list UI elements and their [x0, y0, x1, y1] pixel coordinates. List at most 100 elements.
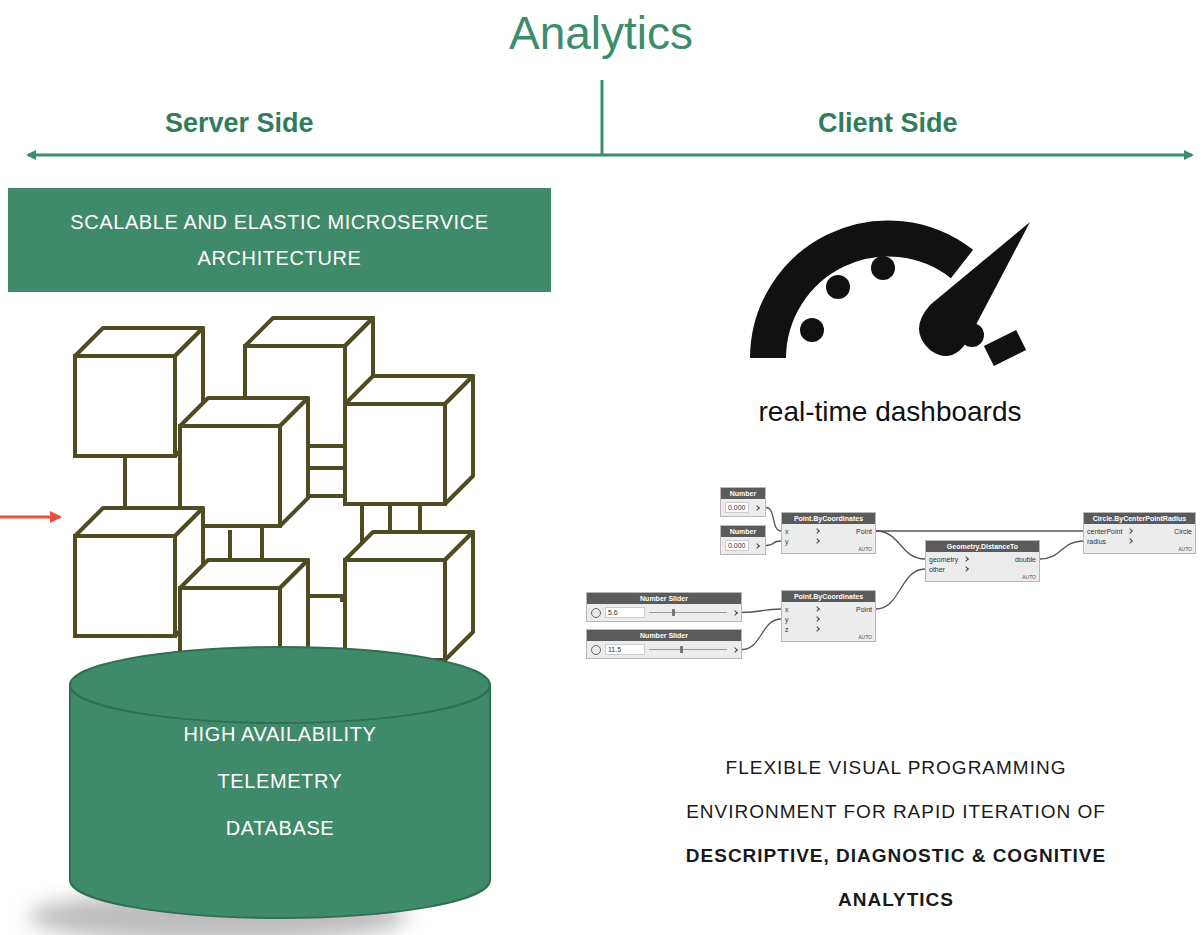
node-header: Point.ByCoordinates: [782, 591, 875, 602]
port-name: geometry: [929, 556, 958, 563]
port-chevron: [814, 616, 820, 622]
output-ports: double: [1015, 554, 1036, 574]
port-name: Circle: [1174, 528, 1192, 535]
port-chevron: [963, 566, 969, 572]
node-value: 11.5: [605, 644, 645, 655]
description-emphasis: DESCRIPTIVE, DIAGNOSTIC & COGNITIVE ANAL…: [686, 845, 1106, 910]
value-text: 0.000: [728, 541, 746, 550]
wire: [876, 530, 1083, 531]
run-mode: AUTO: [926, 574, 1039, 581]
side-heading: Server Side: [165, 108, 314, 139]
port-name: y: [785, 538, 789, 545]
output-port: double: [1015, 554, 1036, 564]
slider-track: [649, 612, 727, 613]
port-name: Point: [856, 528, 872, 535]
number-node: Number0.000: [720, 487, 766, 517]
port-chevron: [814, 528, 820, 534]
input-port: centerPoint: [1087, 526, 1132, 536]
gauge-icon: [768, 222, 1030, 358]
output-port: Point: [856, 526, 872, 536]
node-value: 0.000: [725, 540, 749, 551]
input-port: y: [785, 614, 819, 624]
pointer-arrow: [0, 516, 60, 519]
slider-track: [649, 649, 727, 650]
function-node: Point.ByCoordinates xyz PointAUTO: [781, 590, 876, 642]
description-line: FLEXIBLE VISUAL PROGRAMMING ENVIRONMENT …: [686, 757, 1106, 822]
port-chevron: [732, 610, 738, 616]
value-text: 11.5: [608, 645, 621, 654]
output-ports: Point: [856, 604, 872, 634]
node-value: 0.000: [725, 502, 749, 513]
node-body: 5.6: [587, 604, 741, 621]
port-name: centerPoint: [1087, 528, 1122, 535]
input-port: other: [929, 564, 968, 574]
input-port: x: [785, 526, 819, 536]
node-header: Number Slider: [587, 630, 741, 641]
function-node: Point.ByCoordinates xy PointAUTO: [781, 512, 876, 554]
run-mode: AUTO: [782, 634, 875, 641]
node-header: Number: [721, 526, 765, 537]
port-name: y: [785, 616, 789, 623]
node-body: geometry other double: [926, 552, 1039, 574]
run-mode: AUTO: [1084, 546, 1195, 553]
wire: [1040, 541, 1083, 559]
port-chevron: [963, 556, 969, 562]
database-text: HIGH AVAILABILITY TELEMETRY DATABASE: [175, 711, 385, 852]
wire: [766, 541, 781, 546]
input-port: y: [785, 536, 819, 546]
slider-toggle: [591, 608, 601, 618]
node-body: xyz Point: [782, 602, 875, 634]
input-ports: centerPoint radius: [1087, 526, 1132, 546]
port-name: Point: [856, 606, 872, 613]
port-name: x: [785, 606, 789, 613]
icon-caption: real-time dashboards: [700, 396, 1080, 428]
port-chevron: [1128, 528, 1134, 534]
port-chevron: [814, 606, 820, 612]
slider-node: Number Slider 11.5: [586, 629, 742, 659]
input-port: z: [785, 624, 819, 634]
slider-node: Number Slider 5.6: [586, 592, 742, 622]
wire: [876, 569, 925, 609]
port-chevron: [1128, 538, 1134, 544]
port-chevron: [754, 543, 760, 549]
node-header: Point.ByCoordinates: [782, 513, 875, 524]
diagram-title: Analytics: [0, 6, 1202, 60]
port-name: radius: [1087, 538, 1106, 545]
port-name: x: [785, 528, 789, 535]
port-name: z: [785, 626, 789, 633]
node-header: Number Slider: [587, 593, 741, 604]
input-ports: geometry other: [929, 554, 968, 574]
number-node: Number 0.000: [720, 525, 766, 555]
port-chevron: [814, 626, 820, 632]
output-port: Point: [856, 604, 872, 614]
wire: [742, 609, 781, 613]
input-port: geometry: [929, 554, 968, 564]
database-cylinder: HIGH AVAILABILITY TELEMETRY DATABASE: [68, 645, 492, 920]
node-value: 5.6: [605, 607, 645, 618]
node-header: Circle.ByCenterPointRadius: [1084, 513, 1195, 524]
input-ports: xyz: [785, 604, 819, 634]
architecture-box: SCALABLE AND ELASTIC MICROSERVICE ARCHIT…: [8, 188, 551, 292]
output-port: Circle: [1174, 526, 1192, 536]
microservice-cubes: [75, 318, 473, 688]
wire: [876, 531, 925, 559]
port-name: other: [929, 566, 945, 573]
output-ports: Point: [856, 526, 872, 546]
description-text: FLEXIBLE VISUAL PROGRAMMING ENVIRONMENT …: [660, 746, 1132, 922]
wire: [742, 619, 781, 650]
box-text: SCALABLE AND ELASTIC MICROSERVICE ARCHIT…: [8, 204, 551, 276]
node-header: Geometry.DistanceTo: [926, 541, 1039, 552]
run-mode: AUTO: [782, 546, 875, 553]
input-port: radius: [1087, 536, 1132, 546]
node-body: 11.5: [587, 641, 741, 658]
function-node: Circle.ByCenterPointRadius centerPoint rad…: [1083, 512, 1196, 554]
axis-stem: [601, 80, 604, 155]
function-node: Geometry.DistanceTo geometry other doubleAU…: [925, 540, 1040, 582]
port-chevron: [754, 505, 760, 511]
node-body: 0.000: [721, 537, 765, 554]
wire: [766, 508, 781, 532]
value-text: 0.000: [728, 503, 746, 512]
input-port: x: [785, 604, 819, 614]
slider-toggle: [591, 645, 601, 655]
slider-thumb: [680, 646, 683, 653]
